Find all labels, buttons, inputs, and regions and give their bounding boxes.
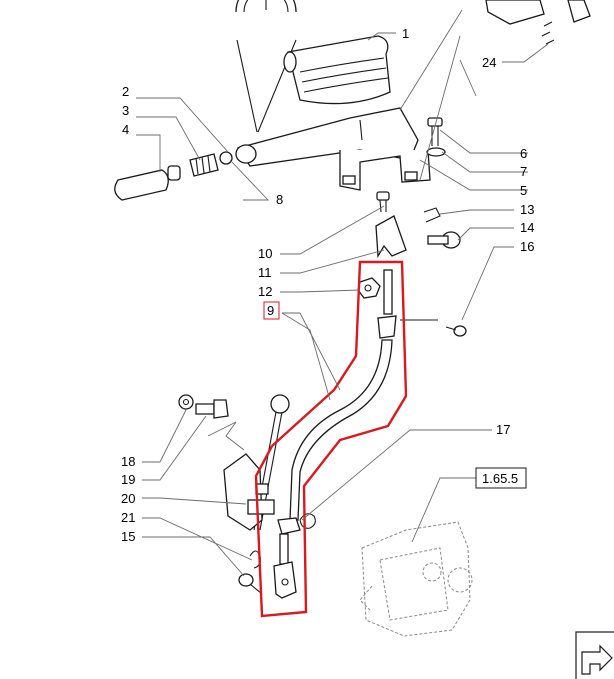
callout-19: 19	[121, 472, 135, 487]
pin-14	[427, 231, 461, 249]
callout-17: 17	[496, 422, 510, 437]
brake-symbol-icon	[235, 0, 297, 13]
callout-1: 1	[402, 26, 409, 41]
clip-17	[299, 513, 316, 529]
washer-18	[178, 394, 194, 410]
pin-10	[376, 191, 390, 213]
callout-9-box	[263, 301, 280, 320]
connector-24	[485, 0, 591, 45]
callout-21: 21	[121, 510, 135, 525]
callout-14: 14	[520, 220, 534, 235]
grip-handle	[114, 144, 257, 201]
callout-15: 15	[121, 529, 135, 544]
callout-4: 4	[122, 122, 129, 137]
callout-10: 10	[258, 246, 272, 261]
callout-5: 5	[520, 183, 527, 198]
nut-12	[357, 277, 381, 299]
callout-13: 13	[520, 202, 534, 217]
highlight-outline	[254, 260, 408, 618]
next-page-arrow-icon[interactable]	[575, 631, 614, 679]
reference-box-label: 1.65.5	[482, 471, 518, 486]
callout-7: 7	[520, 164, 527, 179]
clevis-11	[375, 215, 407, 259]
callout-9: 9	[267, 303, 274, 318]
callout-24: 24	[482, 55, 496, 70]
callout-20: 20	[121, 491, 135, 506]
callout-2: 2	[122, 84, 129, 99]
reference-box[interactable]	[475, 467, 527, 489]
callout-8: 8	[276, 192, 283, 207]
hand-brake-lever	[236, 107, 431, 191]
callout-6: 6	[520, 146, 527, 161]
callout-3: 3	[122, 103, 129, 118]
callout-18: 18	[121, 454, 135, 469]
rubber-boot	[283, 35, 391, 105]
bolt-19	[195, 399, 229, 419]
screw-16	[445, 325, 467, 337]
brake-cable-9	[273, 269, 438, 599]
leader-lines	[136, 9, 549, 577]
callout-16: 16	[520, 239, 534, 254]
callout-12: 12	[258, 284, 272, 299]
screw-15	[238, 573, 263, 595]
callout-11: 11	[258, 265, 272, 280]
axle-housing-ghost	[359, 521, 473, 637]
clip-13	[423, 207, 441, 223]
screw-6	[426, 117, 446, 157]
